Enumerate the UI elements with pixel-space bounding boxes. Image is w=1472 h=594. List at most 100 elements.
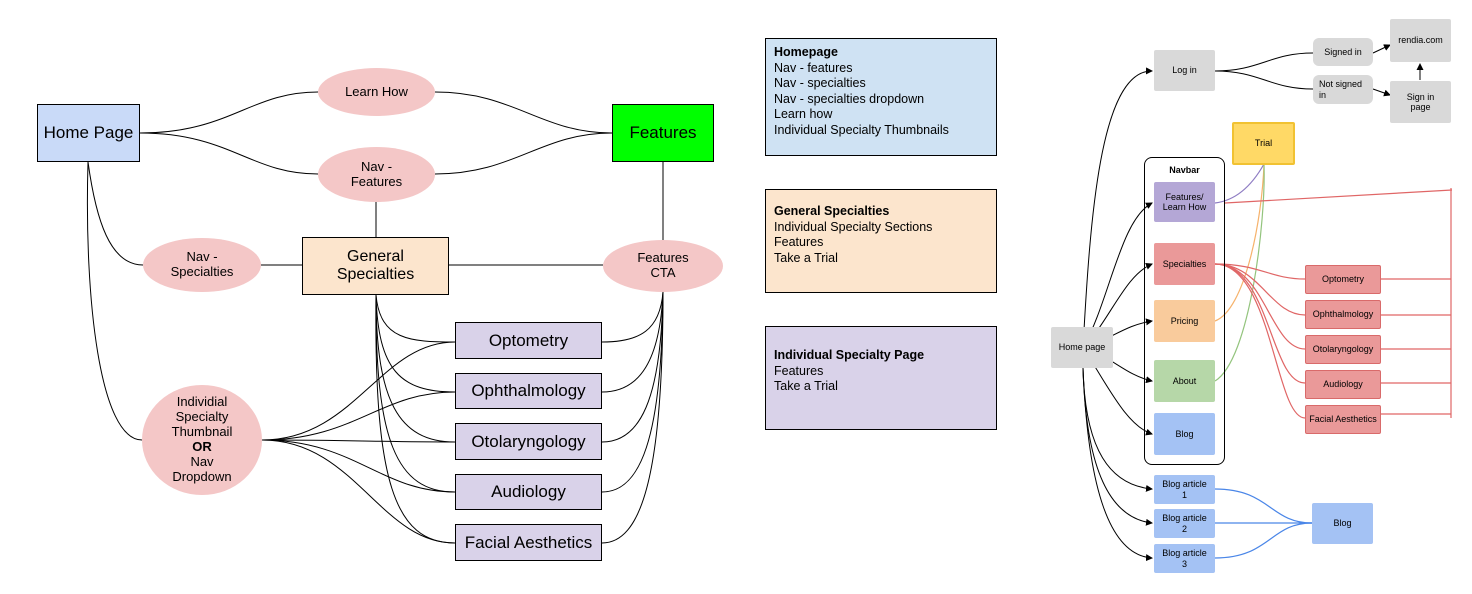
- blog-article-3-label-1: Blog article: [1162, 548, 1207, 559]
- signed-in-label: Signed in: [1324, 46, 1362, 57]
- thumbnail-label-or: OR: [192, 439, 212, 454]
- nav-specialties-label-1: Nav -: [186, 249, 218, 265]
- note-title: Homepage: [774, 45, 838, 59]
- navbar-title: Navbar: [1169, 165, 1200, 175]
- nav-features-label-1: Nav -: [360, 158, 393, 174]
- sub-audiology-label: Audiology: [1323, 379, 1363, 390]
- not-signed-in-label-1: Not signed: [1319, 79, 1363, 90]
- optometry-node: Optometry: [455, 322, 602, 359]
- sub-otolaryngology-node: Otolaryngology: [1305, 335, 1381, 364]
- thumbnail-label-2: Specialty: [175, 409, 229, 425]
- features-label: Features: [629, 123, 697, 143]
- about-node: About: [1154, 360, 1215, 402]
- blog-article-1-label-1: Blog article: [1162, 479, 1207, 490]
- homepage-note: Homepage Nav - features Nav - specialtie…: [765, 38, 997, 156]
- otolaryngology-node: Otolaryngology: [455, 423, 602, 460]
- thumbnail-node: Individial Specialty Thumbnail OR Nav Dr…: [142, 385, 262, 495]
- blog-article-2-label-1: Blog article: [1162, 513, 1207, 524]
- blog-article-2-label-2: 2: [1181, 523, 1187, 534]
- note-line: Take a Trial: [774, 379, 838, 393]
- note-line: Nav - features: [774, 60, 853, 75]
- rendia-node: rendia.com: [1390, 19, 1451, 62]
- blog-target-label: Blog: [1333, 518, 1352, 529]
- nav-features-label-2: Features: [350, 173, 403, 189]
- blog-article-1-node: Blog article 1: [1154, 475, 1215, 504]
- sign-in-page-label-2: page: [1410, 102, 1431, 112]
- signed-in-node: Signed in: [1313, 38, 1373, 66]
- not-signed-in-node: Not signed in: [1313, 75, 1373, 104]
- note-line: Learn how: [774, 107, 833, 121]
- nav-specialties-node: Nav - Specialties: [143, 238, 261, 292]
- sub-audiology-node: Audiology: [1305, 370, 1381, 399]
- home-page-node: Home Page: [37, 104, 140, 162]
- audiology-node: Audiology: [455, 474, 602, 510]
- note-line: Features: [774, 235, 824, 249]
- blog-article-1-label-2: 1: [1181, 489, 1187, 500]
- audiology-label: Audiology: [491, 482, 566, 502]
- blog-nav-node: Blog: [1154, 413, 1215, 455]
- sign-in-page-node: Sign in page: [1390, 81, 1451, 123]
- general-specialties-node: General Specialties: [302, 237, 449, 295]
- features-cta-label-2: CTA: [650, 265, 676, 280]
- sign-in-page-label-1: Sign in: [1406, 91, 1435, 102]
- thumbnail-label-6: Dropdown: [172, 468, 232, 484]
- right-home-page-label: Home page: [1058, 342, 1106, 353]
- note-line: Individual Specialty Thumbnails: [774, 122, 949, 137]
- sub-facial-aesthetics-node: Facial Aesthetics: [1305, 405, 1381, 434]
- ophthalmology-label: Ophthalmology: [471, 381, 586, 401]
- features-learn-how-label-2: Learn How: [1162, 202, 1207, 212]
- general-specialties-note: General Specialties Individual Specialty…: [765, 189, 997, 293]
- home-page-label: Home Page: [43, 123, 134, 143]
- otolaryngology-label: Otolaryngology: [471, 431, 586, 451]
- learn-how-label: Learn How: [345, 83, 408, 99]
- features-cta-node: Features CTA: [603, 240, 723, 292]
- individual-specialty-note: Individual Specialty Page Features Take …: [765, 326, 997, 430]
- facial-aesthetics-label: Facial Aesthetics: [464, 532, 593, 552]
- nav-specialties-label-2: Specialties: [170, 264, 234, 279]
- log-in-label: Log in: [1172, 65, 1197, 76]
- nav-features-node: Nav - Features: [318, 147, 435, 202]
- thumbnail-label-1: Individial: [176, 394, 228, 410]
- features-node: Features: [612, 104, 714, 162]
- note-line: Features: [774, 363, 824, 378]
- general-specialties-label-2: Specialties: [336, 266, 415, 283]
- features-learn-how-label-1: Features/: [1165, 191, 1204, 202]
- general-specialties-label-1: General: [347, 247, 404, 265]
- facial-aesthetics-node: Facial Aesthetics: [455, 524, 602, 561]
- blog-article-3-node: Blog article 3: [1154, 544, 1215, 573]
- about-label: About: [1172, 375, 1197, 386]
- not-signed-in-label-2: in: [1319, 89, 1327, 100]
- log-in-node: Log in: [1154, 50, 1215, 91]
- pricing-label: Pricing: [1170, 315, 1199, 326]
- sub-ophthalmology-node: Ophthalmology: [1305, 300, 1381, 329]
- blog-article-3-label-2: 3: [1181, 558, 1187, 569]
- blog-article-2-node: Blog article 2: [1154, 509, 1215, 538]
- blog-nav-label: Blog: [1175, 428, 1194, 439]
- thumbnail-label-3: Thumbnail: [171, 424, 233, 440]
- sub-optometry-node: Optometry: [1305, 265, 1381, 294]
- sub-facial-aesthetics-label: Facial Aesthetics: [1309, 414, 1377, 425]
- note-line: Nav - specialties dropdown: [774, 91, 925, 106]
- ophthalmology-node: Ophthalmology: [455, 373, 602, 409]
- optometry-label: Optometry: [488, 330, 569, 350]
- learn-how-node: Learn How: [318, 68, 435, 116]
- rendia-label: rendia.com: [1398, 35, 1443, 46]
- sub-ophthalmology-label: Ophthalmology: [1312, 309, 1374, 320]
- navbar-container: Navbar: [1144, 157, 1225, 465]
- thumbnail-label-5: Nav: [190, 453, 214, 469]
- note-title: Individual Specialty Page: [774, 348, 925, 362]
- note-title: General Specialties: [774, 204, 890, 218]
- trial-label: Trial: [1254, 138, 1273, 149]
- specialties-nav-node: Specialties: [1154, 243, 1215, 285]
- right-home-page-node: Home page: [1051, 327, 1113, 368]
- sub-optometry-label: Optometry: [1321, 274, 1364, 285]
- features-cta-label-1: Features: [637, 250, 689, 266]
- blog-target-node: Blog: [1312, 503, 1373, 544]
- trial-node: Trial: [1232, 122, 1295, 165]
- features-learn-how-node: Features/ Learn How: [1154, 182, 1215, 222]
- pricing-node: Pricing: [1154, 300, 1215, 342]
- note-line: Take a Trial: [774, 250, 838, 265]
- note-line: Nav - specialties: [774, 76, 866, 90]
